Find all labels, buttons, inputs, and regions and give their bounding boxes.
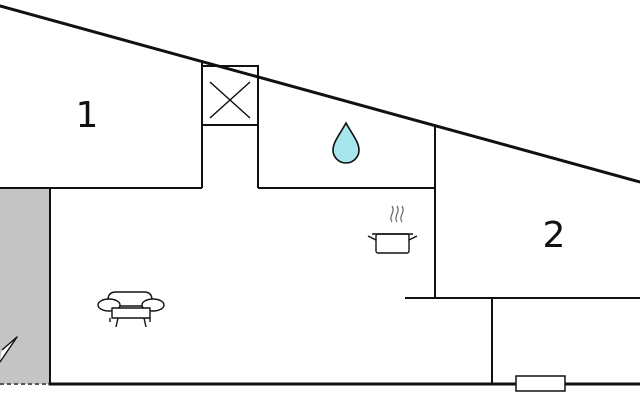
radiator-icon	[515, 375, 566, 392]
room-label-2: 2	[543, 215, 566, 256]
cooking-pot-icon	[367, 205, 418, 254]
door-swing-icon	[0, 336, 18, 363]
sloped-roof-wall	[0, 4, 640, 184]
terrace-area	[0, 188, 50, 384]
room-label-1: 1	[76, 95, 99, 136]
water-drop-icon	[332, 121, 360, 164]
sofa-icon	[97, 291, 165, 328]
